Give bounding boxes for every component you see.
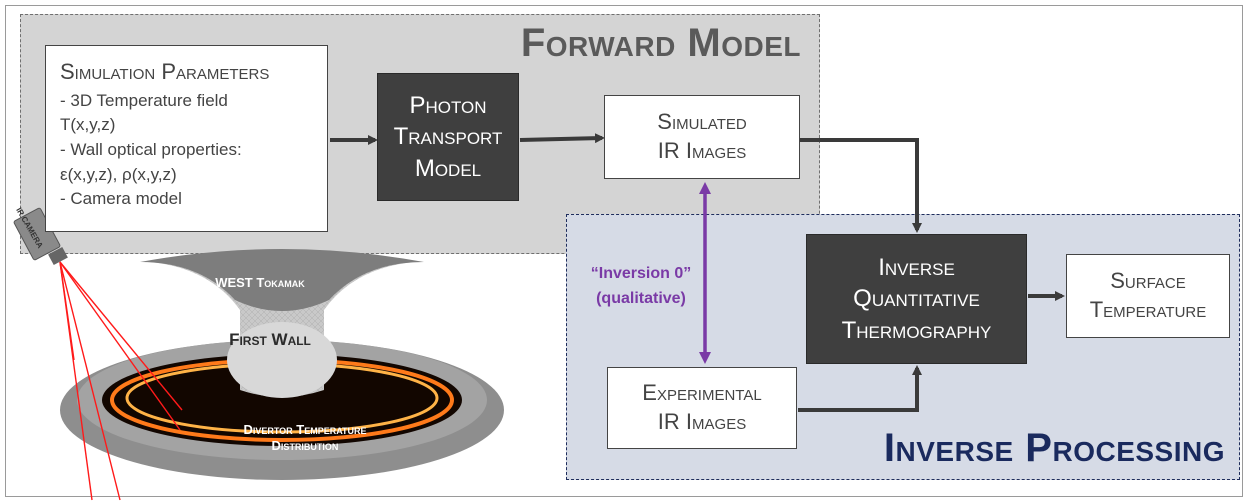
simulated-line-2: IR Images — [657, 138, 747, 163]
photon-line-3: Model — [414, 154, 482, 182]
simulation-parameters-box: Simulation Parameters - 3D Temperature f… — [45, 45, 328, 232]
camera-rays — [59, 261, 183, 501]
simulated-ir-images-box: Simulated IR Images — [604, 95, 800, 179]
inverse-qt-line-1: Inverse — [878, 254, 955, 282]
divertor-label: Divertor Temperature Distribution — [205, 422, 405, 455]
param-line: T(x,y,z) — [60, 115, 116, 135]
divertor-label-line1: Divertor Temperature — [243, 422, 367, 437]
west-tokamak-label: WEST Tokamak — [215, 275, 305, 290]
figure-frame — [5, 5, 1243, 497]
camera-ray-1 — [59, 261, 181, 431]
inversion0-label: “Inversion 0” (qualitative) — [576, 262, 706, 312]
photon-line-2: Transport — [393, 123, 503, 151]
camera-ray-2 — [59, 261, 183, 411]
param-line: - Camera model — [60, 189, 182, 209]
first-wall-label: First Wall — [229, 330, 311, 349]
forward-model-title: Forward Model — [520, 21, 801, 65]
inversion0-line1: “Inversion 0” — [590, 265, 692, 282]
simulated-line-1: Simulated — [657, 109, 747, 135]
param-line: - Wall optical properties: — [60, 139, 242, 159]
inverse-qt-line-3: Thermography — [841, 316, 992, 344]
experimental-line-2: IR Images — [657, 409, 747, 434]
param-line: ε(x,y,z), ρ(x,y,z) — [60, 164, 177, 184]
inverse-processing-title: Inverse Processing — [883, 426, 1225, 470]
inversion0-line2: (qualitative) — [596, 289, 686, 307]
inverse-quantitative-thermography-box: Inverse Quantitative Thermography — [806, 234, 1027, 364]
experimental-ir-images-box: Experimental IR Images — [607, 367, 797, 449]
param-line: - 3D Temperature field — [60, 90, 228, 110]
arrow-simulated-to-inverse — [800, 138, 922, 233]
arrow-photon-to-simulated — [519, 133, 605, 144]
camera-ray-3 — [59, 261, 121, 501]
surface-temperature-box: Surface Temperature — [1066, 254, 1230, 338]
camera-ray-5 — [59, 261, 75, 361]
simulation-parameters-title: Simulation Parameters — [60, 59, 270, 84]
first-wall-dome — [227, 322, 337, 398]
surface-line-2: Temperature — [1089, 297, 1207, 322]
divertor-ring — [102, 354, 462, 446]
arrow-experimental-to-inverse — [798, 365, 922, 412]
experimental-line-1: Experimental — [642, 380, 762, 406]
divertor-label-line2: Distribution — [271, 438, 339, 454]
inverse-qt-line-2: Quantitative — [853, 285, 980, 313]
surface-line-1: Surface — [1110, 268, 1186, 294]
photon-line-1: Photon — [409, 92, 487, 120]
photon-transport-model-box: Photon Transport Model — [377, 73, 519, 201]
tokamak-top-funnel — [140, 249, 424, 311]
